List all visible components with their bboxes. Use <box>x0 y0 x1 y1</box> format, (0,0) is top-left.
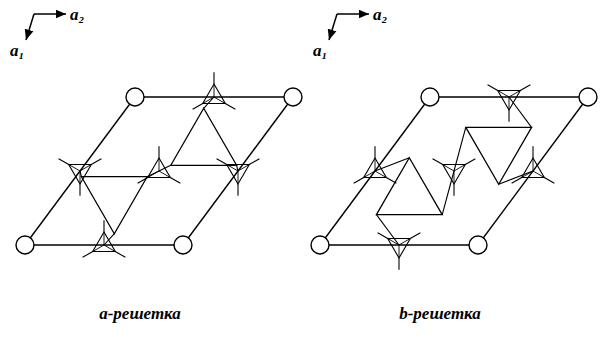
axis-arrow <box>26 14 34 40</box>
tetrahedron-edge <box>80 165 91 172</box>
axis-arrow <box>329 14 337 40</box>
bond-line <box>374 146 375 158</box>
panel-caption: b-решетка <box>399 305 481 322</box>
axis-arrow <box>337 13 369 15</box>
bond-line <box>204 97 214 108</box>
cell-edge <box>25 97 135 245</box>
bond-line <box>378 233 388 239</box>
bond-line <box>83 252 93 258</box>
panel-caption: a-решетка <box>99 305 181 322</box>
bond-line <box>237 165 238 171</box>
tetrahedron-edge <box>227 165 238 172</box>
bond-line <box>410 233 420 239</box>
cell-edge <box>478 97 588 245</box>
tetrahedron-edge <box>443 165 454 172</box>
bond-line <box>249 159 259 165</box>
lattice-site <box>311 236 329 254</box>
tetrahedron-edge <box>104 232 105 245</box>
tetrahedron-edge <box>104 245 115 252</box>
axis-arrow <box>34 13 66 15</box>
tetrahedron-edge <box>238 171 239 184</box>
bond-line <box>104 234 114 245</box>
bond-line <box>217 159 227 165</box>
bond-line <box>138 178 148 184</box>
bond-line <box>433 159 443 165</box>
cell-edge <box>320 97 430 245</box>
bond-line <box>509 97 532 127</box>
tetrahedron-edge <box>159 158 160 171</box>
tetrahedron-edge <box>399 245 400 258</box>
axis-label: a₂ <box>70 6 84 23</box>
lattice-site <box>174 236 192 254</box>
tetrahedron-edge <box>159 171 170 178</box>
bond-line <box>375 158 409 171</box>
lattice-site <box>469 236 487 254</box>
bond-line <box>147 171 159 177</box>
tetrahedron <box>69 165 92 185</box>
lattice-site <box>284 88 302 106</box>
tetrahedron-edge <box>80 171 81 184</box>
bond-line <box>386 178 396 184</box>
tetrahedron <box>227 165 250 185</box>
tetrahedron-edge <box>533 171 544 178</box>
tetrahedron-edge <box>388 239 399 246</box>
tetrahedron-edge <box>375 171 386 178</box>
bond-line <box>193 104 203 110</box>
tetrahedron <box>93 232 116 252</box>
tetrahedron-edge <box>498 91 509 98</box>
tetrahedron-edge <box>238 165 249 172</box>
bond-line <box>532 146 533 158</box>
bond-line <box>488 85 498 91</box>
big-triangle <box>171 108 237 165</box>
tetrahedron <box>388 239 411 259</box>
tetrahedron <box>148 158 171 178</box>
tetrahedron-edge <box>214 84 215 97</box>
bond-line <box>170 178 180 184</box>
tetrahedron-edge <box>93 245 104 252</box>
tetrahedron-edge <box>399 239 410 246</box>
tetrahedron-edge <box>509 91 520 98</box>
tetrahedron-edge <box>509 97 510 110</box>
big-triangle <box>81 177 147 234</box>
bond-line <box>508 110 509 122</box>
bond-line <box>398 258 399 270</box>
bond-line <box>520 85 530 91</box>
tetrahedron-edge <box>533 158 534 171</box>
tetrahedron-edge <box>214 97 225 104</box>
bond-line <box>442 171 454 215</box>
tetrahedron <box>443 165 466 185</box>
bond-line <box>213 72 214 84</box>
lattice-site <box>421 88 439 106</box>
bond-line <box>159 165 171 171</box>
lattice-site <box>16 236 34 254</box>
bond-line <box>79 184 80 196</box>
tetrahedron-edge <box>148 171 159 178</box>
axis-label: a₁ <box>313 42 327 59</box>
tetrahedron-edge <box>69 165 80 172</box>
bond-line <box>103 220 104 232</box>
axis-label: a₁ <box>10 42 24 59</box>
bond-line <box>225 104 235 110</box>
bond-line <box>454 127 466 171</box>
bond-line <box>453 184 454 196</box>
bond-line <box>59 159 69 165</box>
bond-line <box>80 171 81 177</box>
bond-line <box>376 215 399 245</box>
axis-label: a₂ <box>373 6 387 23</box>
bond-line <box>237 184 238 196</box>
bond-line <box>91 159 101 165</box>
lattice-site <box>579 88 597 106</box>
bond-line <box>465 159 475 165</box>
bond-line <box>158 146 159 158</box>
tetrahedron-edge <box>364 171 375 178</box>
bond-line <box>115 252 125 258</box>
tetrahedron-edge <box>375 158 376 171</box>
tetrahedron <box>203 84 226 104</box>
cell-edge <box>183 97 293 245</box>
bond-line <box>544 178 554 184</box>
bond-line <box>354 178 364 184</box>
bond-line <box>499 171 533 184</box>
lattice-site <box>126 88 144 106</box>
